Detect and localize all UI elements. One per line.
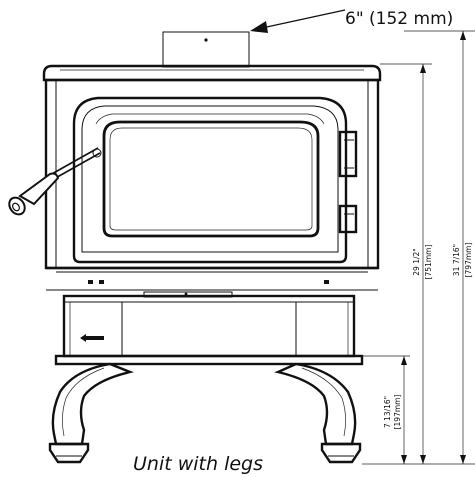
flue-size-label: 6" (152 mm) bbox=[345, 9, 453, 29]
base-plinth bbox=[54, 354, 364, 366]
diagram-caption: Unit with legs bbox=[133, 453, 263, 475]
flue-collar bbox=[162, 31, 250, 68]
overall-height-inches: 31 7/16" bbox=[452, 244, 461, 276]
leg-height-inches: 7 13/16" bbox=[383, 396, 392, 428]
top-plate bbox=[42, 64, 382, 82]
leg-height-mm: [197mm] bbox=[393, 395, 402, 430]
pedestal bbox=[62, 291, 356, 358]
dimension-leg-height: 7 13/16" [197mm] bbox=[362, 355, 410, 464]
dimension-body-height: 29 1/2" [751mm] bbox=[380, 63, 433, 464]
ash-lip bbox=[46, 280, 378, 291]
body-height-mm: [751mm] bbox=[424, 245, 433, 280]
stove-door bbox=[72, 96, 348, 264]
flue-callout: 6" (152 mm) bbox=[250, 9, 453, 33]
overall-height-mm: [797mm] bbox=[464, 243, 473, 278]
stove-body bbox=[44, 78, 380, 273]
door-hinges bbox=[338, 130, 358, 234]
door-handle bbox=[8, 147, 102, 216]
right-leg bbox=[274, 362, 362, 464]
dimension-overall-height: 31 7/16" [797mm] bbox=[404, 30, 475, 464]
left-leg bbox=[48, 362, 134, 464]
body-height-inches: 29 1/2" bbox=[412, 248, 421, 275]
door-glass bbox=[102, 120, 320, 238]
